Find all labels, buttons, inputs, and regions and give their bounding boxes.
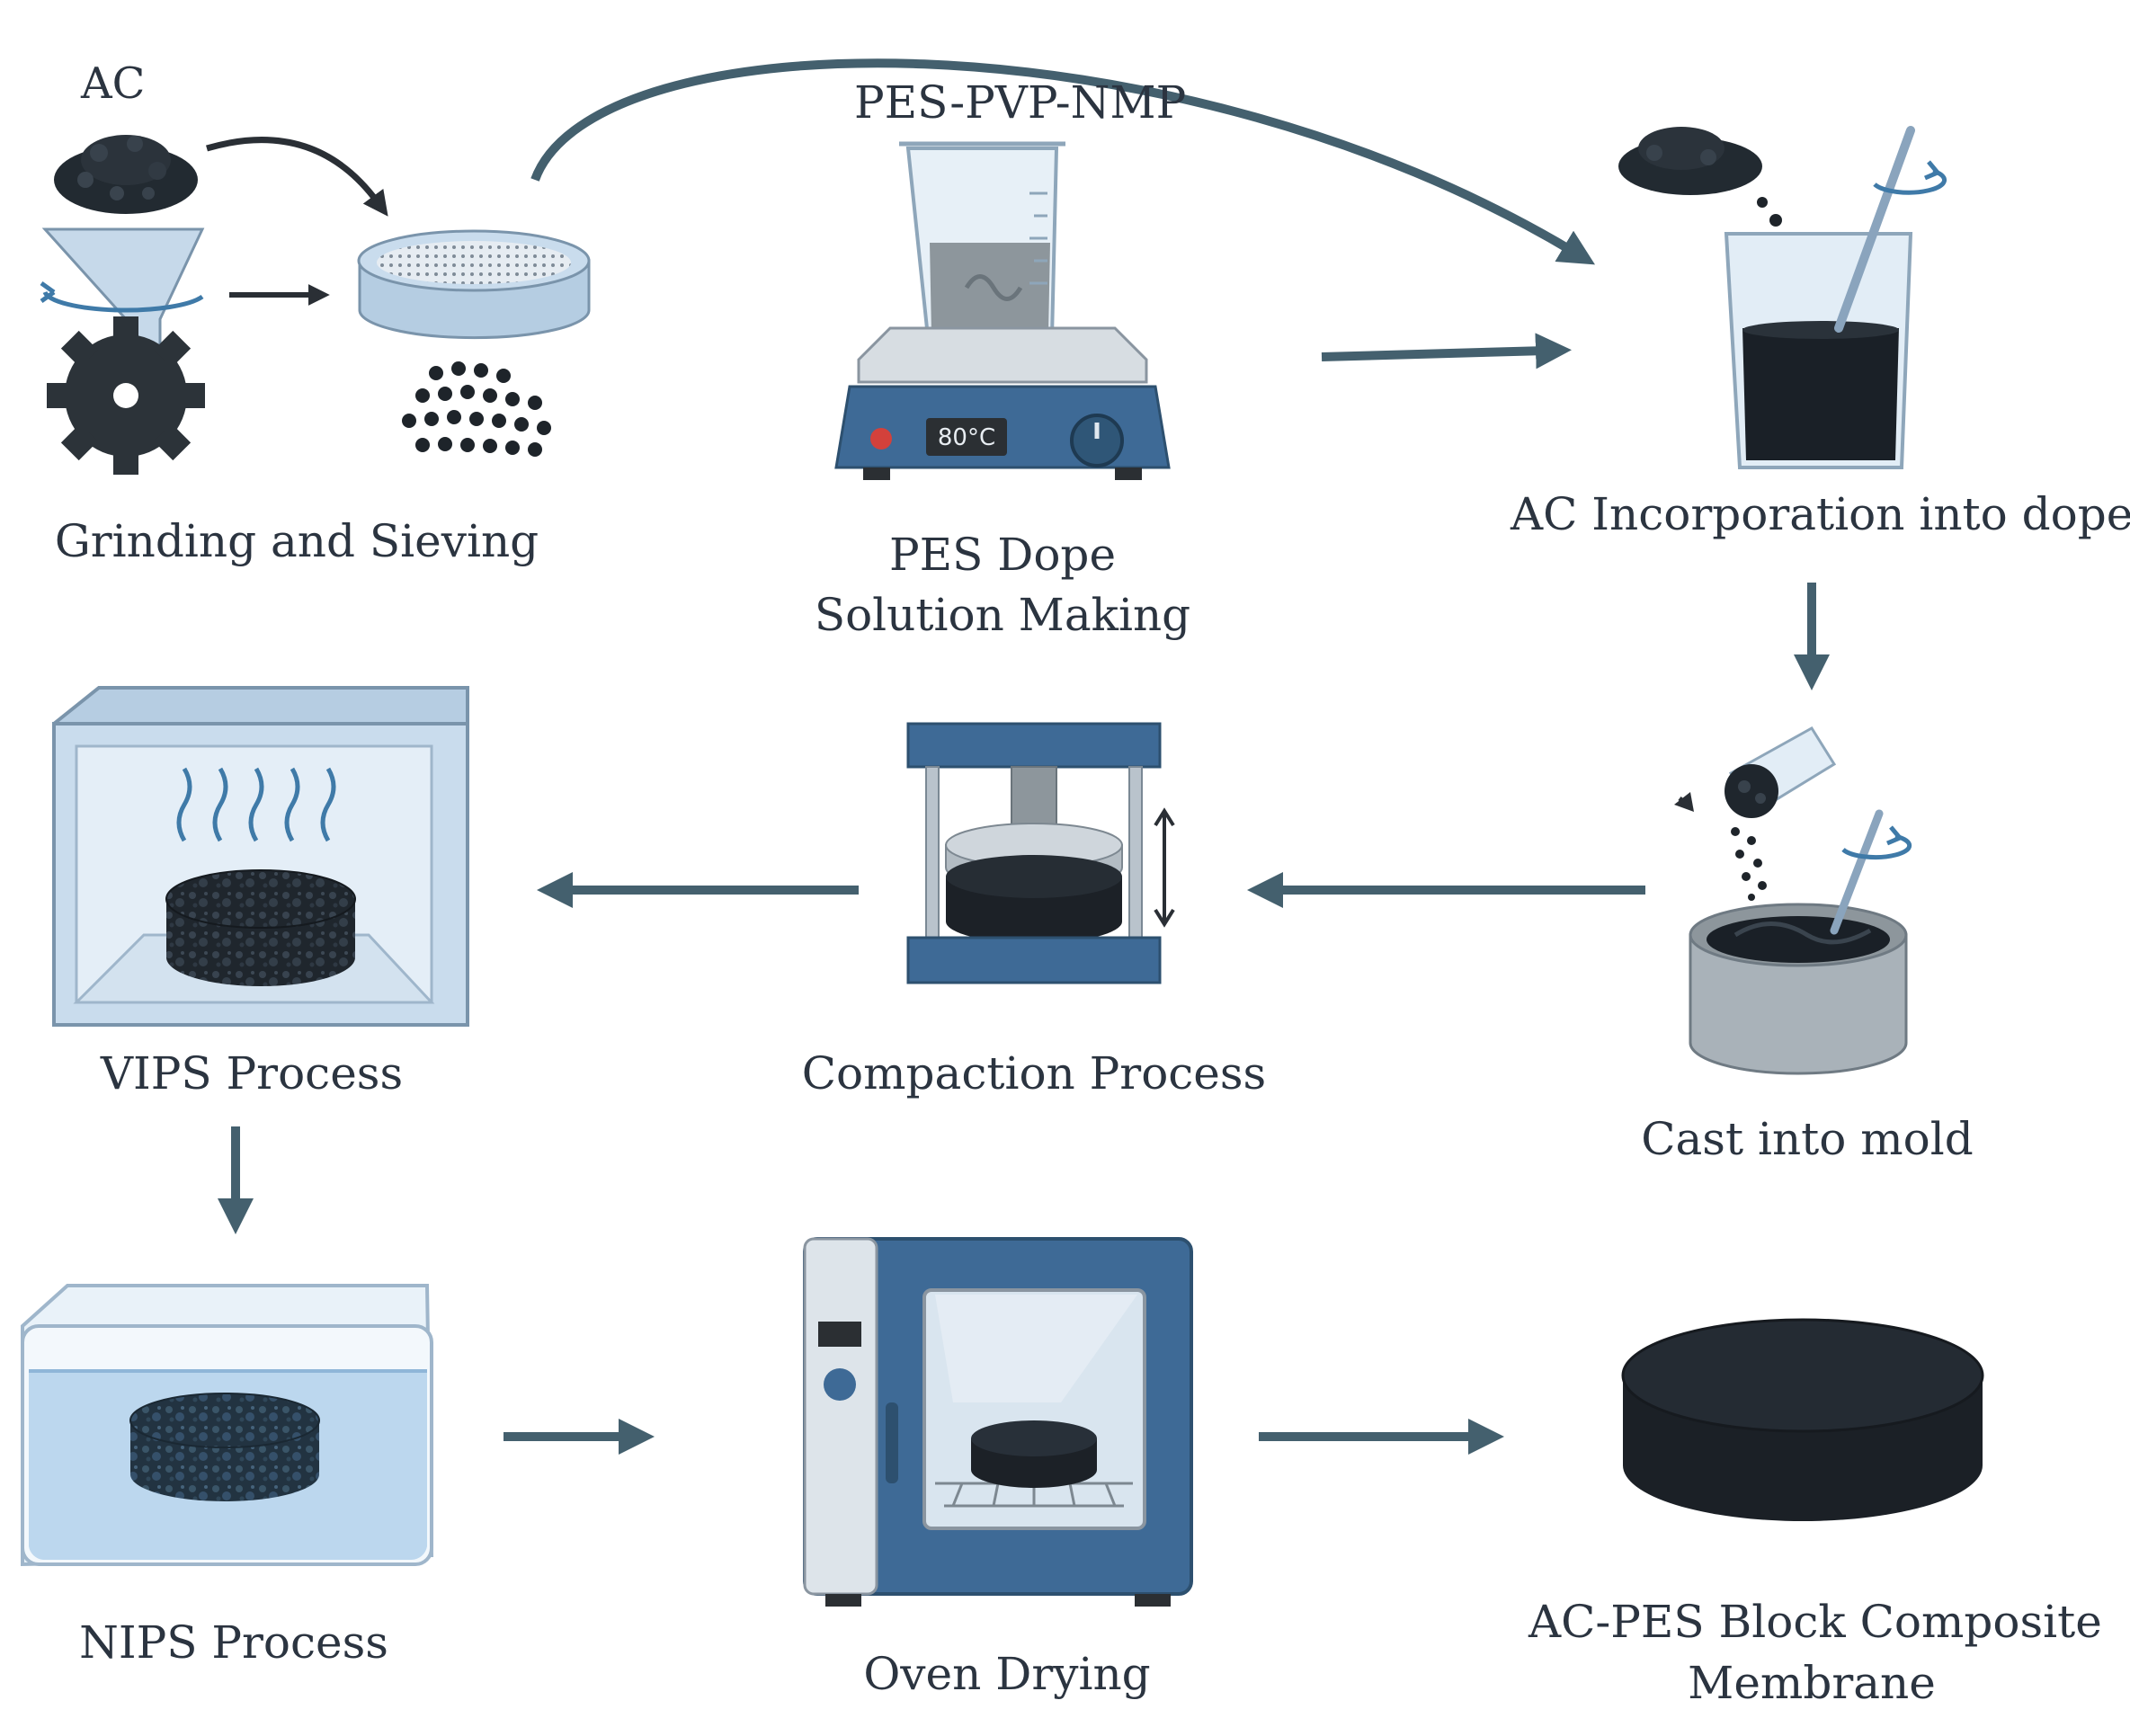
pes-dope-label-line2: Solution Making <box>814 589 1191 641</box>
hotplate-temperature-display: 80°C <box>937 424 996 451</box>
vips-membrane-disk <box>165 869 356 986</box>
compaction-press <box>906 722 1175 984</box>
final-membrane-label-line1: AC-PES Block Composite <box>1528 1596 2102 1648</box>
cast-mold-label: Cast into mold <box>1641 1113 1974 1165</box>
grinding-sieving-label: Grinding and Sieving <box>54 515 539 567</box>
cast-mold <box>1674 726 1912 1075</box>
sieve <box>357 229 591 340</box>
final-membrane-label-line2: Membrane <box>1688 1657 1936 1709</box>
incorporation-beaker <box>1618 126 1947 469</box>
arrow-dope-to-incorporation <box>1321 333 1572 369</box>
hotplate <box>834 326 1171 480</box>
ac-incorporation-label: AC Incorporation into dope <box>1511 488 2130 540</box>
grinder-gear <box>47 316 205 475</box>
dope-beaker <box>899 141 1065 339</box>
final-membrane-disk <box>1621 1318 1984 1521</box>
vips-label: VIPS Process <box>100 1047 404 1099</box>
nips-water-bath <box>21 1284 434 1567</box>
vips-chamber <box>52 686 469 1027</box>
arrow-sieve-to-incorporation <box>530 58 1596 265</box>
ac-label: AC <box>81 58 146 109</box>
oven-drying-label: Oven Drying <box>863 1648 1151 1700</box>
pes-dope-label-line1: PES Dope <box>888 529 1117 581</box>
ac-powder-pile <box>54 135 198 214</box>
compaction-label: Compaction Process <box>801 1047 1267 1099</box>
nips-label: NIPS Process <box>79 1616 388 1669</box>
arrow-to-sieve-curved <box>206 137 388 217</box>
nips-membrane-disk <box>129 1393 320 1501</box>
drying-oven <box>803 1237 1193 1607</box>
pes-pvp-nmp-label: PES-PVP-NMP <box>854 76 1187 129</box>
sieved-particles <box>402 361 551 457</box>
